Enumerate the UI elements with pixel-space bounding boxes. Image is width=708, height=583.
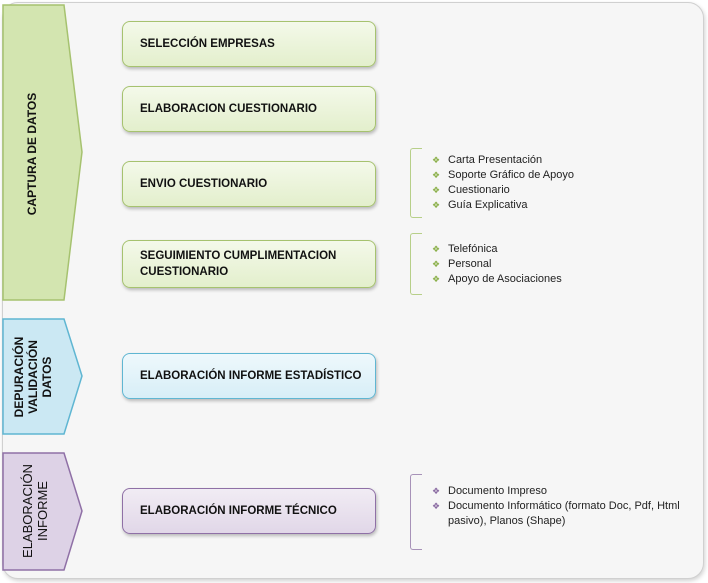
list-item: ❖Cuestionario bbox=[432, 184, 510, 196]
envio-list: ❖Carta Presentación ❖Soporte Gráfico de … bbox=[432, 153, 574, 213]
tecnico-list: ❖Documento Impreso ❖Documento Informátic… bbox=[432, 484, 697, 529]
tecnico-bracket bbox=[410, 474, 422, 550]
envio-bracket bbox=[410, 148, 422, 218]
phase-captura-chevron bbox=[2, 4, 83, 301]
step-envio-cuestionario: ENVIO CUESTIONARIO bbox=[122, 161, 376, 207]
diamond-bullet-icon: ❖ bbox=[432, 274, 441, 284]
diamond-bullet-icon: ❖ bbox=[432, 155, 441, 165]
phase-depuracion-chevron bbox=[2, 318, 83, 435]
list-item: ❖Apoyo de Asociaciones bbox=[432, 273, 562, 285]
step-seleccion-empresas: SELECCIÓN EMPRESAS bbox=[122, 21, 376, 67]
list-item: ❖Personal bbox=[432, 258, 492, 270]
seguimiento-list: ❖Telefónica ❖Personal ❖Apoyo de Asociaci… bbox=[432, 242, 562, 287]
phase-captura-label: CAPTURA DE DATOS bbox=[25, 92, 39, 216]
list-item: ❖Telefónica bbox=[432, 243, 498, 255]
phase-depuracion-label: DEPURACIÓN VALIDACIÓN DATOS bbox=[12, 336, 54, 418]
step-seguimiento-cumplimentacion: SEGUIMIENTO CUMPLIMENTACION CUESTIONARIO bbox=[122, 240, 376, 288]
diamond-bullet-icon: ❖ bbox=[432, 259, 441, 269]
diamond-bullet-icon: ❖ bbox=[432, 501, 441, 511]
diamond-bullet-icon: ❖ bbox=[432, 486, 441, 496]
list-item: ❖Carta Presentación bbox=[432, 154, 543, 166]
diamond-bullet-icon: ❖ bbox=[432, 244, 441, 254]
diamond-bullet-icon: ❖ bbox=[432, 200, 441, 210]
list-item: ❖Documento Impreso bbox=[432, 485, 548, 497]
diamond-bullet-icon: ❖ bbox=[432, 185, 441, 195]
step-elaboracion-cuestionario: ELABORACION CUESTIONARIO bbox=[122, 86, 376, 132]
list-item: ❖Soporte Gráfico de Apoyo bbox=[432, 169, 574, 181]
step-informe-estadistico: ELABORACIÓN INFORME ESTADÍSTICO bbox=[122, 353, 376, 399]
diamond-bullet-icon: ❖ bbox=[432, 170, 441, 180]
list-item: ❖Documento Informático (formato Doc, Pdf… bbox=[432, 500, 680, 527]
phase-elaboracion-chevron bbox=[2, 452, 83, 571]
list-item: ❖Guía Explicativa bbox=[432, 199, 528, 211]
phase-elaboracion-label: ELABORACIÓN INFORME bbox=[20, 464, 50, 558]
seguimiento-bracket bbox=[410, 233, 422, 295]
step-informe-tecnico: ELABORACIÓN INFORME TÉCNICO bbox=[122, 488, 376, 534]
